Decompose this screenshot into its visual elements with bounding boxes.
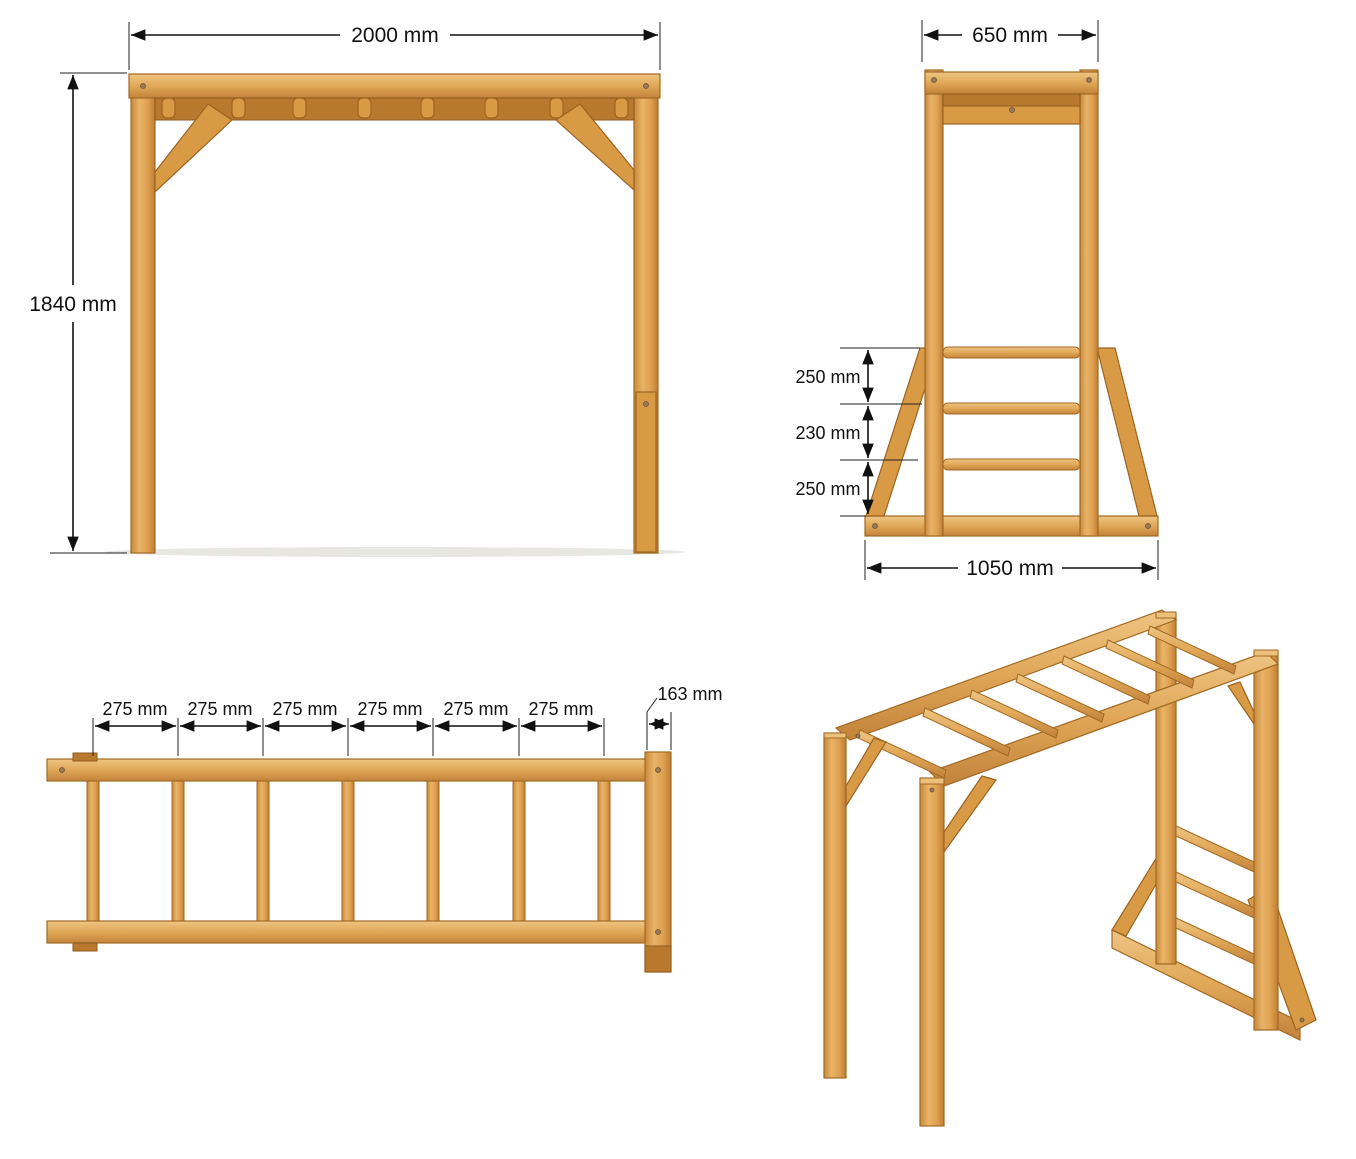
side-rung-spacing-3: 250 mm xyxy=(795,479,860,499)
front-top-beam xyxy=(128,73,661,99)
front-right-brace xyxy=(555,103,635,192)
front-left-post xyxy=(130,77,156,554)
top-end-post xyxy=(644,751,672,973)
persp-near-post-front xyxy=(919,777,945,1127)
top-lower-beam xyxy=(46,920,658,944)
side-right-post xyxy=(1079,69,1099,537)
top-upper-beam xyxy=(46,758,658,782)
persp-brace-1 xyxy=(845,737,887,809)
top-lower-block xyxy=(72,942,98,952)
ground-shadow xyxy=(105,547,685,557)
top-end-offset-label: 163 mm xyxy=(657,684,722,704)
side-top-beam xyxy=(924,71,1099,95)
side-base-width-label: 1050 mm xyxy=(966,557,1054,580)
persp-ladder-rung-2 xyxy=(1175,871,1255,919)
persp-brace-2 xyxy=(943,775,997,854)
front-view: 2000 mm 1840 mm xyxy=(29,22,685,557)
side-left-post xyxy=(924,69,944,537)
persp-ladder-rung-1 xyxy=(1175,825,1255,873)
side-rung-spacing-2: 230 mm xyxy=(795,423,860,443)
persp-far-post-right xyxy=(1253,651,1279,1031)
side-top-width-label: 650 mm xyxy=(972,24,1048,47)
top-spacing-3: 275 mm xyxy=(272,699,337,719)
front-width-label: 2000 mm xyxy=(351,24,439,47)
side-rung-1 xyxy=(942,346,1081,359)
front-height-label: 1840 mm xyxy=(29,293,117,316)
side-rung-2 xyxy=(942,402,1081,415)
side-view: 650 mm 1050 mm 250 mm 230 mm 250 mm xyxy=(795,20,1159,580)
top-spacing-5: 275 mm xyxy=(443,699,508,719)
front-right-post-lower xyxy=(635,391,657,553)
top-rungs xyxy=(86,779,611,923)
persp-front-top-beam xyxy=(928,651,1280,787)
side-top-rail xyxy=(942,93,1081,107)
top-spacing-6: 275 mm xyxy=(528,699,593,719)
persp-ladder-rung-3 xyxy=(1175,917,1255,965)
side-rung-spacing-1: 250 mm xyxy=(795,367,860,387)
front-rung-ends xyxy=(161,97,629,119)
top-spacing-4: 275 mm xyxy=(357,699,422,719)
perspective-view xyxy=(823,609,1317,1127)
top-spacing-1: 275 mm xyxy=(102,699,167,719)
front-left-brace xyxy=(154,103,233,194)
side-right-diagonal xyxy=(1096,347,1158,517)
side-top-inner xyxy=(942,105,1081,125)
front-inner-beam xyxy=(154,97,635,121)
top-view: 275 mm 275 mm 275 mm 275 mm 275 mm 275 m… xyxy=(46,684,723,973)
side-rung-3 xyxy=(942,458,1081,471)
top-spacing-2: 275 mm xyxy=(187,699,252,719)
persp-monkey-rungs xyxy=(857,625,1237,779)
top-upper-block xyxy=(72,752,98,762)
persp-brace-3 xyxy=(1227,681,1255,726)
top-end-post-foot xyxy=(644,945,672,973)
persp-near-post-back xyxy=(823,732,847,1079)
side-base-beam xyxy=(864,515,1159,537)
